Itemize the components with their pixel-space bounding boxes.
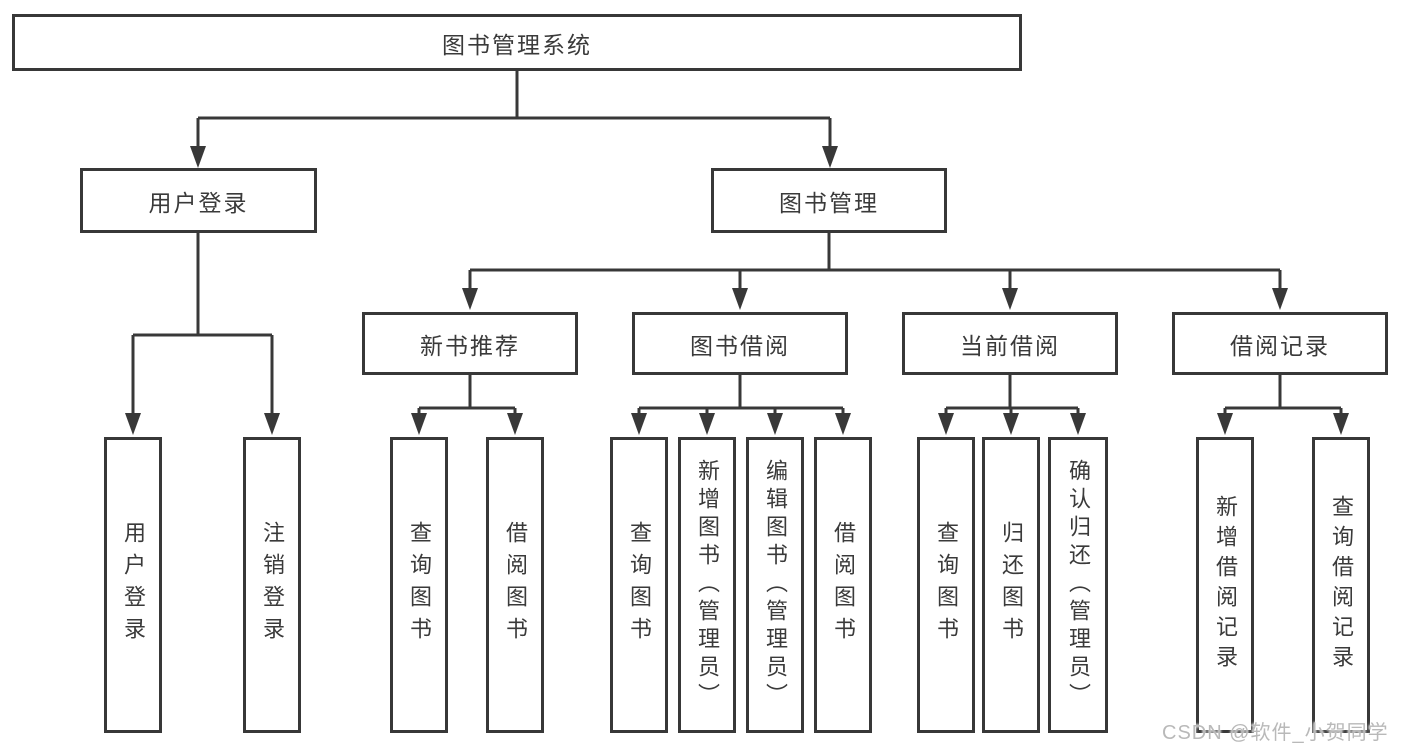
watermark: CSDN @软件_小贺同学 [1162, 722, 1389, 744]
node-label: 归还图书 [999, 521, 1024, 649]
node-new-book-rec: 新书推荐 [362, 312, 578, 375]
connector-book-mgmt-to-level3 [462, 233, 1288, 310]
arrowhead-down-icon [767, 413, 783, 435]
arrowhead-down-icon [507, 413, 523, 435]
node-leaf-query-book-cb: 查询图书 [917, 437, 975, 733]
node-label: 图书管理 [779, 189, 879, 216]
arrowhead-down-icon [1003, 413, 1019, 435]
node-label: 借阅图书 [831, 521, 856, 649]
node-leaf-return-book: 归还图书 [982, 437, 1040, 733]
node-book-borrow: 图书借阅 [632, 312, 848, 375]
node-label: 用户登录 [121, 521, 146, 649]
arrowhead-down-icon [1002, 288, 1018, 310]
connector-new-book-rec-to-leaves [411, 375, 523, 435]
node-label: 确认归还（管理员） [1066, 459, 1091, 711]
node-label: 借阅图书 [503, 521, 528, 649]
node-label: 新书推荐 [420, 332, 520, 359]
arrowhead-down-icon [938, 413, 954, 435]
arrowhead-down-icon [822, 146, 838, 168]
arrowhead-down-icon [125, 413, 141, 435]
node-label: 新增借阅记录 [1213, 495, 1238, 675]
node-label: 图书管理系统 [442, 31, 592, 58]
node-label: 编辑图书（管理员） [763, 459, 788, 711]
node-leaf-query-borrow-record: 查询借阅记录 [1312, 437, 1370, 733]
node-leaf-query-book-rec: 查询图书 [390, 437, 448, 733]
node-book-mgmt-branch: 图书管理 [711, 168, 947, 233]
node-label: 注销登录 [260, 521, 285, 649]
arrowhead-down-icon [1217, 413, 1233, 435]
node-leaf-user-login: 用户登录 [104, 437, 162, 733]
node-leaf-add-borrow-record: 新增借阅记录 [1196, 437, 1254, 733]
arrowhead-down-icon [835, 413, 851, 435]
connector-root-to-level2 [190, 71, 838, 168]
arrowhead-down-icon [732, 288, 748, 310]
node-leaf-add-book-admin: 新增图书（管理员） [678, 437, 736, 733]
arrowhead-down-icon [190, 146, 206, 168]
node-leaf-confirm-return-admin: 确认归还（管理员） [1048, 437, 1108, 733]
arrowhead-down-icon [411, 413, 427, 435]
node-leaf-edit-book-admin: 编辑图书（管理员） [746, 437, 804, 733]
arrowhead-down-icon [1070, 413, 1086, 435]
node-leaf-logout: 注销登录 [243, 437, 301, 733]
arrowhead-down-icon [1333, 413, 1349, 435]
connector-current-borrow-to-leaves [938, 375, 1086, 435]
connector-book-borrow-to-leaves [631, 375, 851, 435]
arrowhead-down-icon [264, 413, 280, 435]
arrowhead-down-icon [699, 413, 715, 435]
node-label: 新增图书（管理员） [695, 459, 720, 711]
node-label: 当前借阅 [960, 332, 1060, 359]
arrowhead-down-icon [631, 413, 647, 435]
node-label: 借阅记录 [1230, 332, 1330, 359]
node-label: 查询图书 [934, 521, 959, 649]
node-label: 图书借阅 [690, 332, 790, 359]
node-user-login-branch: 用户登录 [80, 168, 317, 233]
node-leaf-borrow-book-rec: 借阅图书 [486, 437, 544, 733]
node-label: 用户登录 [148, 189, 249, 216]
connector-user-login-to-leaves [125, 233, 280, 435]
node-leaf-query-book-bb: 查询图书 [610, 437, 668, 733]
arrowhead-down-icon [1272, 288, 1288, 310]
node-borrow-records: 借阅记录 [1172, 312, 1388, 375]
connector-borrow-records-to-leaves [1217, 375, 1349, 435]
arrowhead-down-icon [462, 288, 478, 310]
node-root: 图书管理系统 [12, 14, 1022, 71]
node-leaf-borrow-book-bb: 借阅图书 [814, 437, 872, 733]
node-label: 查询借阅记录 [1329, 495, 1354, 675]
node-current-borrow: 当前借阅 [902, 312, 1118, 375]
node-label: 查询图书 [407, 521, 432, 649]
node-label: 查询图书 [627, 521, 652, 649]
